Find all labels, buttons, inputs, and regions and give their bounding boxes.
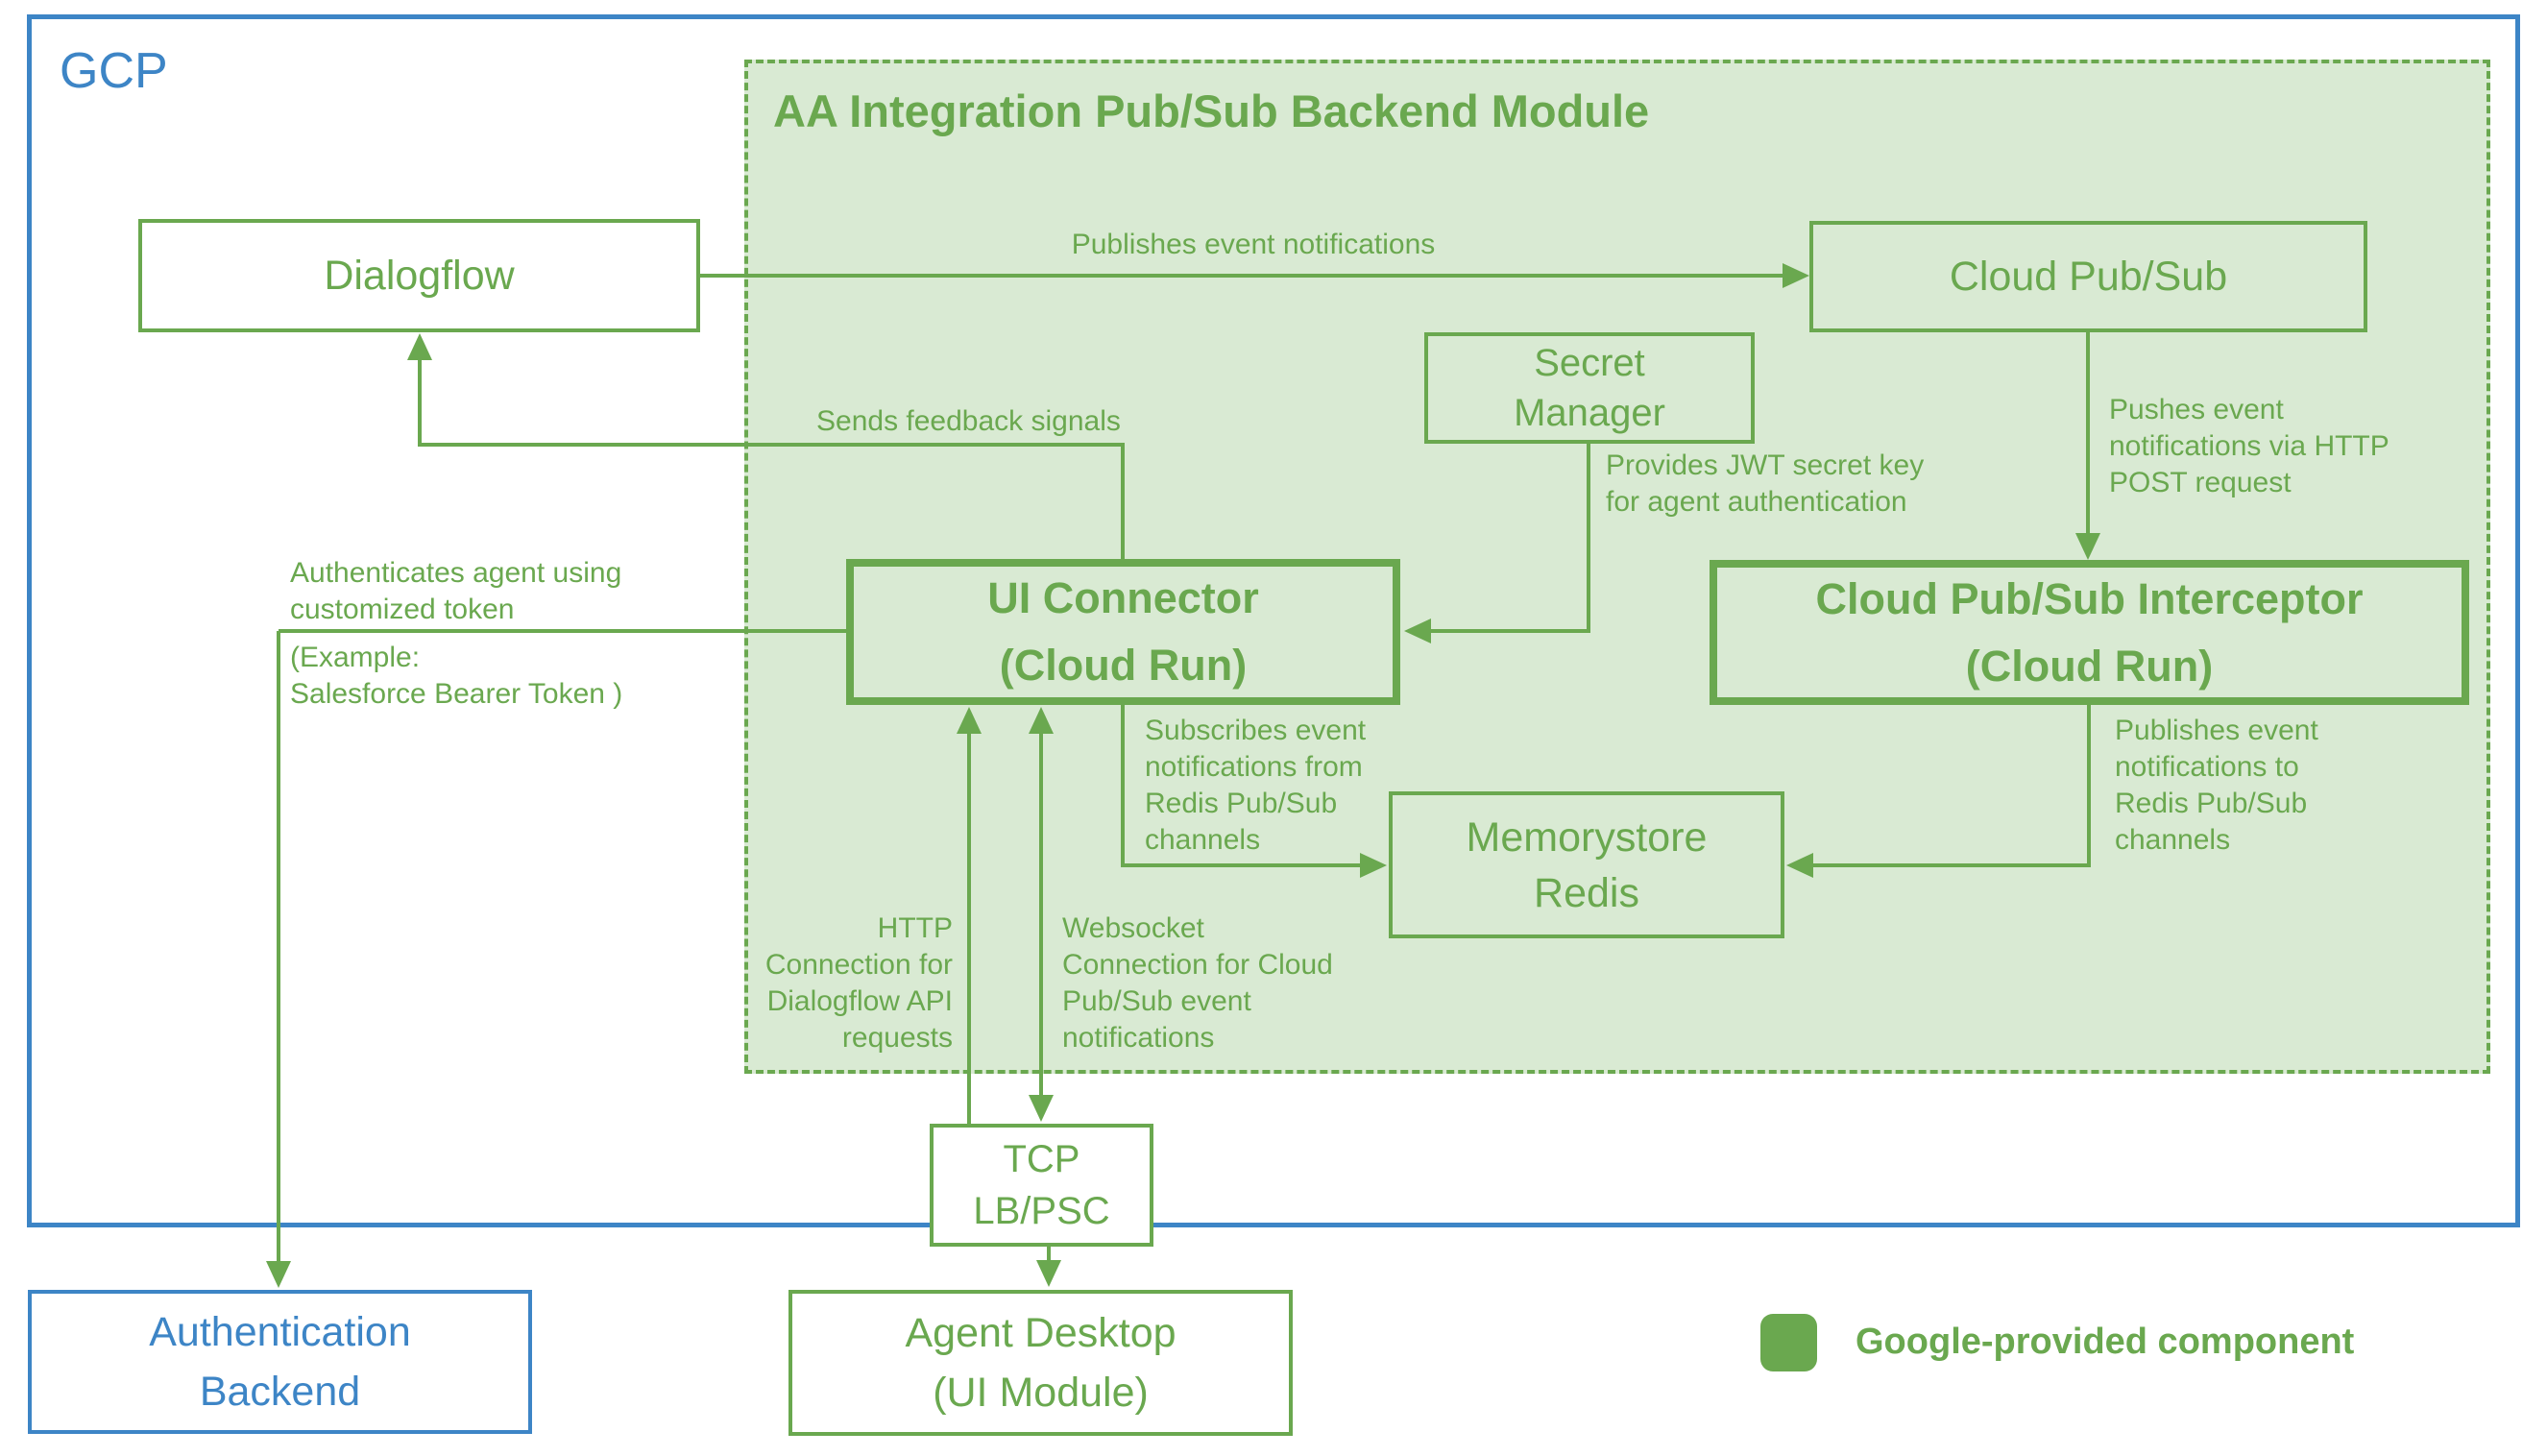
node-tcp-lb-psc: TCP LB/PSC — [930, 1124, 1153, 1247]
gcp-boundary-box — [27, 14, 2520, 1227]
node-cloud-pubsub: Cloud Pub/Sub — [1809, 221, 2367, 332]
edge-publishes-event-arrowhead — [1783, 263, 1809, 288]
legend-google-component-swatch — [1760, 1314, 1817, 1371]
node-agent-desktop: Agent Desktop (UI Module) — [788, 1290, 1293, 1436]
edge-pushes-event-label: Pushes event notifications via HTTP POST… — [2109, 394, 2389, 498]
edge-websocket-arrowhead-up — [1029, 707, 1054, 734]
edge-subscribes-seg1 — [1121, 705, 1125, 867]
node-authentication-backend: Authentication Backend — [28, 1290, 532, 1434]
edge-http-conn-line — [967, 715, 971, 1124]
edge-auth-token-label-top: Authenticates agent using customized tok… — [290, 557, 622, 625]
edge-provides-jwt-seg2 — [1410, 629, 1590, 633]
edge-sends-feedback-label: Sends feedback signals — [816, 405, 1121, 437]
module-title: AA Integration Pub/Sub Backend Module — [773, 85, 1650, 136]
node-cloud-pubsub-interceptor: Cloud Pub/Sub Interceptor (Cloud Run) — [1710, 560, 2469, 705]
edge-http-conn-arrowhead — [957, 707, 982, 734]
gcp-label: GCP — [60, 43, 168, 99]
edge-websocket-arrowhead-down — [1029, 1095, 1054, 1122]
node-dialogflow: Dialogflow — [138, 219, 700, 332]
edge-publishes-redis-seg2 — [1800, 863, 2091, 867]
edge-provides-jwt-arrowhead — [1404, 619, 1431, 643]
edge-subscribes-label: Subscribes event notifications from Redi… — [1145, 715, 1367, 856]
edge-http-conn-label: HTTP Connection for Dialogflow API reque… — [764, 912, 953, 1054]
edge-publishes-redis-seg1 — [2087, 705, 2091, 867]
edge-sends-feedback-seg2 — [420, 443, 1125, 447]
edge-provides-jwt-label: Provides JWT secret key for agent authen… — [1606, 449, 1925, 518]
edge-subscribes-seg2 — [1121, 863, 1375, 867]
node-ui-connector: UI Connector (Cloud Run) — [846, 559, 1400, 705]
edge-websocket-line — [1039, 715, 1043, 1095]
edge-websocket-label: Websocket Connection for Cloud Pub/Sub e… — [1062, 912, 1333, 1054]
edge-publishes-event-line — [700, 274, 1786, 278]
edge-provides-jwt-seg1 — [1587, 444, 1590, 633]
edge-auth-token-arrowhead — [266, 1261, 291, 1288]
edge-sends-feedback-arrowhead — [407, 333, 432, 360]
edge-auth-token-label-bottom: (Example: Salesforce Bearer Token ) — [290, 642, 623, 710]
edge-sends-feedback-seg1 — [1121, 445, 1125, 559]
edge-pushes-event-arrowhead — [2075, 533, 2100, 560]
edge-subscribes-arrowhead — [1360, 853, 1387, 878]
node-secret-manager: Secret Manager — [1424, 332, 1755, 444]
edge-auth-token-seg1 — [279, 629, 846, 633]
edge-publishes-event-label: Publishes event notifications — [1071, 229, 1436, 260]
edge-sends-feedback-seg3 — [418, 338, 422, 447]
edge-auth-token-seg2 — [277, 631, 280, 1281]
edge-pushes-event-line — [2086, 332, 2090, 535]
edge-publishes-redis-label: Publishes event notifications to Redis P… — [2115, 715, 2318, 856]
edge-tcp-to-agent-arrowhead — [1036, 1260, 1061, 1287]
node-memorystore-redis: Memorystore Redis — [1389, 791, 1784, 938]
edge-publishes-redis-arrowhead — [1786, 853, 1813, 878]
legend-google-component-label: Google-provided component — [1856, 1322, 2355, 1362]
